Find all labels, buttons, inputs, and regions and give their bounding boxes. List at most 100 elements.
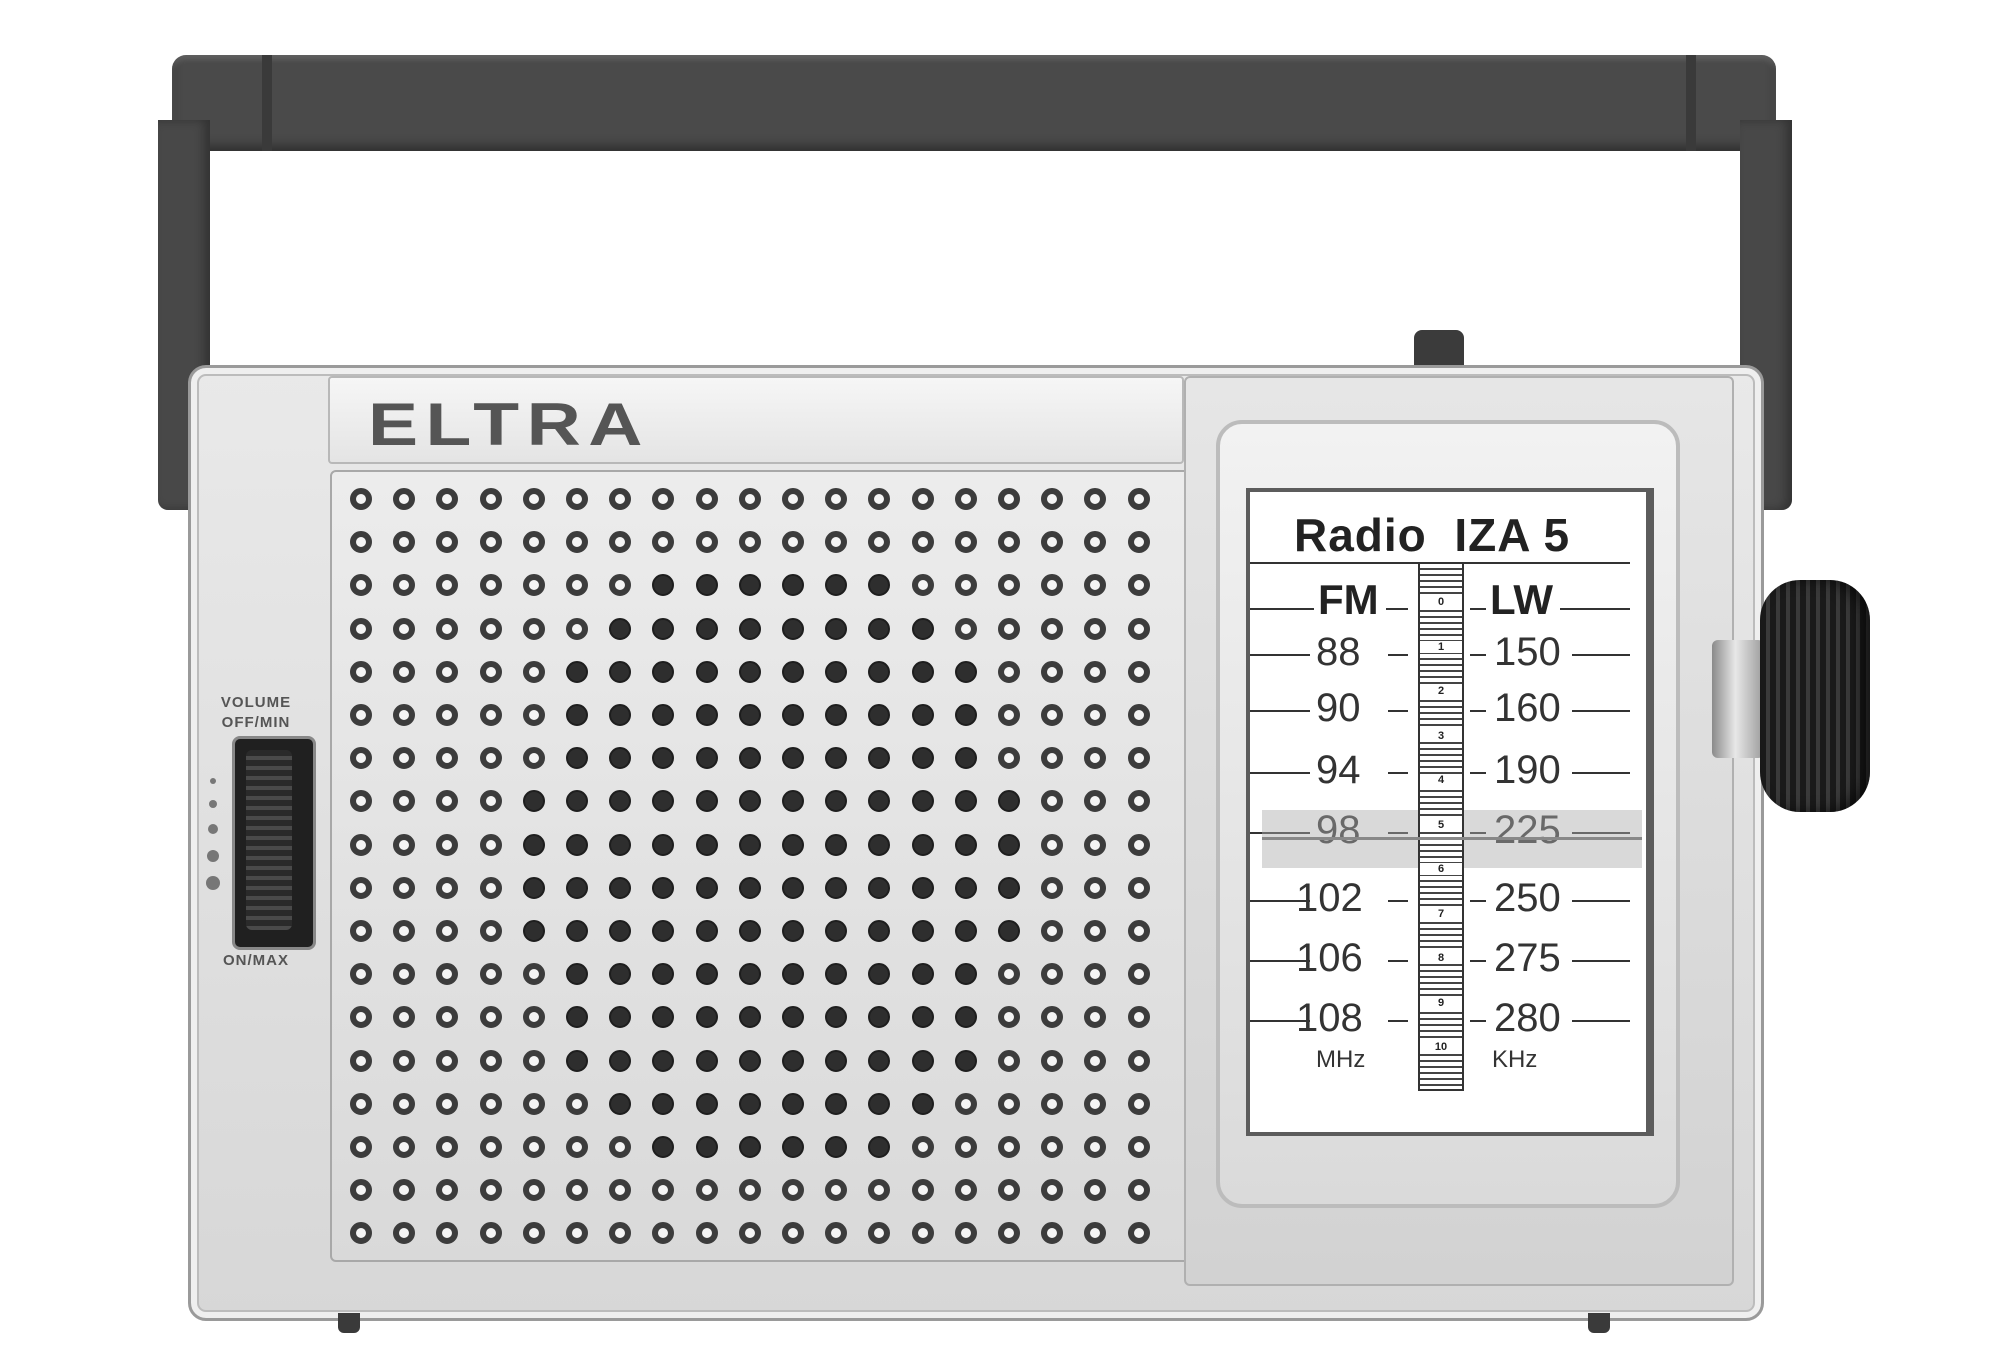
grill-hole [782, 963, 804, 986]
volume-dot [208, 824, 218, 834]
grill-hole [868, 1222, 891, 1245]
grill-hole [998, 1222, 1020, 1245]
fm-frequency: 94 [1316, 748, 1361, 792]
grill-hole [436, 1136, 459, 1158]
grill-hole [998, 574, 1020, 597]
fm-frequency: 98 [1316, 808, 1361, 852]
grill-hole [566, 876, 588, 899]
grill-hole [911, 790, 934, 813]
grill-hole [609, 660, 632, 683]
grill-hole [738, 1006, 761, 1029]
volume-dot [209, 800, 217, 808]
grill-hole [652, 704, 675, 726]
grill-hole [436, 790, 459, 813]
grill-hole [522, 704, 545, 726]
grill-hole [782, 704, 804, 726]
grill-hole [652, 790, 675, 813]
fm-band-label: FM [1318, 576, 1379, 623]
grill-hole [652, 1222, 675, 1245]
grill-hole [868, 1136, 891, 1158]
scale-rule [1388, 900, 1408, 902]
grill-hole [868, 963, 891, 986]
scale-number: 4 [1420, 774, 1462, 786]
grill-hole [479, 531, 502, 554]
grill-hole [695, 574, 718, 597]
grill-hole [566, 790, 588, 813]
grill-hole [522, 790, 545, 813]
lw-frequency: 150 [1494, 630, 1561, 674]
grill-hole [695, 1092, 718, 1115]
grill-hole [1041, 1092, 1064, 1115]
grill-hole [1041, 920, 1064, 942]
grill-hole [954, 660, 977, 683]
grill-hole [911, 617, 934, 640]
grill-hole [652, 1179, 675, 1202]
volume-wheel[interactable] [246, 750, 292, 930]
scale-rule [1250, 1020, 1310, 1022]
grill-hole [393, 790, 416, 813]
grill-hole [566, 1179, 588, 1202]
grill-hole [782, 574, 804, 597]
scale-number: 3 [1420, 729, 1462, 742]
fm-unit: MHz [1316, 1046, 1366, 1073]
grill-hole [1127, 660, 1150, 683]
grill-hole [738, 660, 761, 683]
grill-hole [825, 876, 848, 899]
grill-hole [350, 1222, 372, 1245]
grill-hole [695, 531, 718, 554]
carry-handle[interactable] [172, 55, 1776, 151]
grill-hole [436, 488, 459, 510]
grill-hole [782, 1136, 804, 1158]
grill-hole [350, 833, 372, 856]
grill-hole [393, 1049, 416, 1072]
grill-hole [436, 1006, 459, 1029]
grill-hole [522, 1136, 545, 1158]
grill-hole [522, 963, 545, 986]
scale-rule [1572, 900, 1630, 902]
grill-hole [393, 833, 416, 856]
grill-hole [868, 1006, 891, 1029]
grill-hole [1127, 1136, 1150, 1158]
grill-hole [479, 1136, 502, 1158]
grill-hole [393, 747, 416, 770]
grill-hole [954, 876, 977, 899]
band-switch-knob[interactable] [1414, 330, 1464, 370]
scale-rule [1470, 1020, 1486, 1022]
grill-hole [393, 1136, 416, 1158]
grill-hole [479, 488, 502, 510]
grill-hole [436, 574, 459, 597]
grill-hole [782, 747, 804, 770]
grill-hole [868, 1049, 891, 1072]
grill-hole [479, 1179, 502, 1202]
grill-hole [1041, 531, 1064, 554]
grill-hole [350, 1179, 372, 1202]
grill-hole [350, 1136, 372, 1158]
handle-joint-left [262, 55, 272, 151]
grill-hole [609, 747, 632, 770]
volume-label: VOLUME [220, 694, 292, 711]
volume-dot [210, 778, 216, 784]
grill-hole [1084, 1092, 1107, 1115]
grill-hole [738, 1179, 761, 1202]
grill-hole [1041, 1222, 1064, 1245]
lw-frequency: 225 [1494, 808, 1561, 852]
grill-hole [782, 1179, 804, 1202]
grill-hole [479, 1092, 502, 1115]
scale-rule [1572, 654, 1630, 656]
grill-hole [522, 1222, 545, 1245]
scale-rule [1470, 832, 1486, 834]
scale-number: 10 [1420, 1041, 1462, 1053]
grill-hole [479, 876, 502, 899]
grill-hole [782, 1049, 804, 1072]
grill-hole [609, 488, 632, 510]
grill-hole [738, 1136, 761, 1158]
grill-hole [393, 531, 416, 554]
grill-hole [954, 617, 977, 640]
volume-dot [206, 876, 220, 890]
lw-frequency: 160 [1494, 686, 1561, 730]
grill-hole [609, 963, 632, 986]
tuning-knob[interactable] [1760, 580, 1870, 812]
grill-hole [609, 617, 632, 640]
scale-rule [1388, 832, 1408, 834]
scale-rule [1250, 960, 1310, 962]
